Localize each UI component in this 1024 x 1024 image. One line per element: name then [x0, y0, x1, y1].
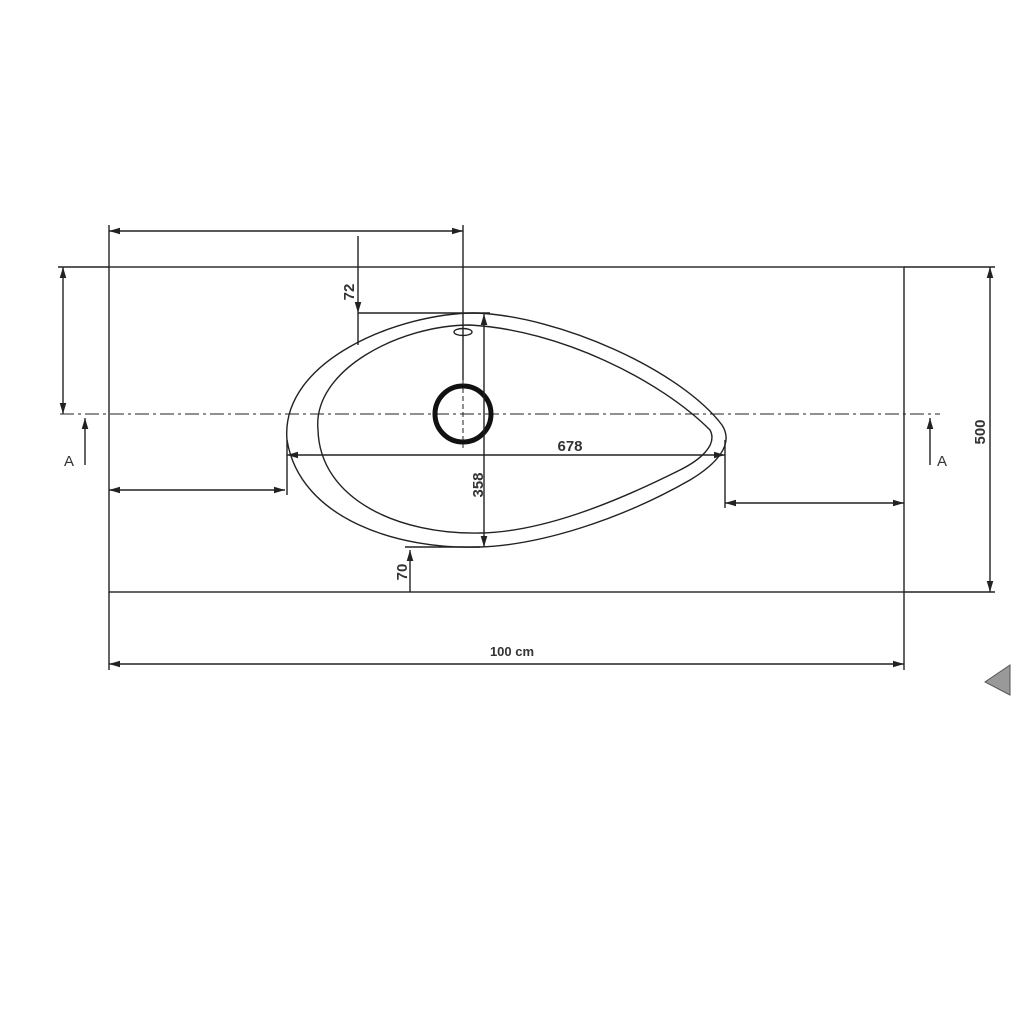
section-label-right: A: [937, 453, 947, 470]
section-label-left: A: [64, 453, 74, 470]
dim-72-label: 72: [341, 284, 358, 301]
basin-outer-outline: [286, 312, 727, 548]
dim-70-label: 70: [394, 564, 411, 581]
dim-500-label: 500: [972, 419, 989, 444]
dim-total-width-label: 100 cm: [490, 644, 534, 659]
dim-678-label: 678: [557, 438, 582, 455]
triangle-icon: [984, 664, 1011, 696]
drain-hole: [432, 383, 494, 445]
dim-358-label: 358: [470, 472, 487, 497]
countertop-outline: [108, 266, 905, 593]
basin-inner-outline: [317, 324, 713, 534]
